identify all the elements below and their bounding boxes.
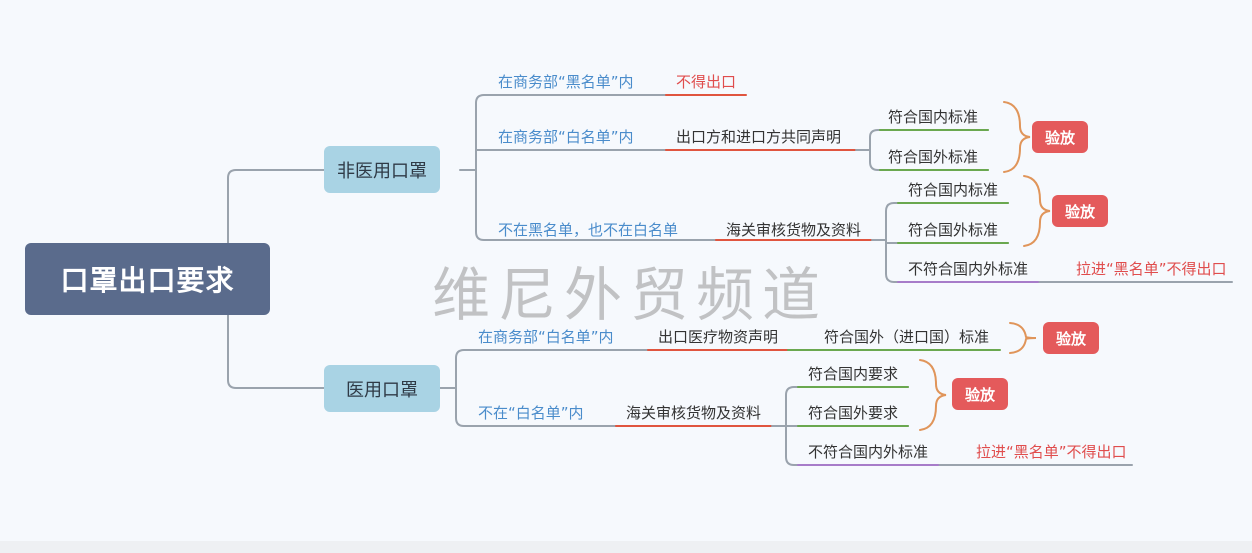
nonmed-neither-action[interactable]: 海关审核货物及资料 (726, 221, 862, 239)
med-whitelist-badge[interactable]: 验放 (1043, 322, 1099, 354)
nonmed-whitelist-badge[interactable]: 验放 (1032, 121, 1088, 153)
brace-medical-white (1009, 322, 1037, 354)
brace-neither (1023, 175, 1051, 247)
med-not-fail-result[interactable]: 拉进“黑名单”不得出口 (976, 443, 1127, 461)
bottom-bar (0, 541, 1252, 553)
nonmed-whitelist-std1[interactable]: 符合国内标准 (888, 108, 979, 126)
nonmed-neither-std2[interactable]: 符合国外标准 (908, 221, 999, 239)
med-not-badge[interactable]: 验放 (952, 378, 1008, 410)
brace-medical-not (919, 359, 947, 431)
med-whitelist-action[interactable]: 出口医疗物资声明 (658, 328, 779, 346)
nonmed-neither-fail[interactable]: 不符合国内外标准 (908, 260, 1029, 278)
link-root-nonmedical (227, 169, 325, 244)
med-whitelist-std[interactable]: 符合国外（进口国）标准 (824, 328, 990, 346)
med-not-fail[interactable]: 不符合国内外标准 (808, 443, 929, 461)
nonmed-whitelist-cond[interactable]: 在商务部“白名单”内 (498, 128, 634, 146)
nonmed-whitelist-std2[interactable]: 符合国外标准 (888, 148, 979, 166)
link-whitelist-std (855, 129, 989, 171)
med-not-cond[interactable]: 不在“白名单”内 (478, 404, 584, 422)
med-not-std1[interactable]: 符合国内要求 (808, 365, 899, 383)
brace-whitelist (1003, 101, 1031, 173)
med-not-action[interactable]: 海关审核货物及资料 (626, 404, 762, 422)
nonmed-blacklist-cond[interactable]: 在商务部“黑名单”内 (498, 73, 634, 91)
watermark: 维尼外贸频道 (432, 261, 829, 329)
nonmed-neither-fail-result[interactable]: 拉进“黑名单”不得出口 (1076, 260, 1227, 278)
nonmed-whitelist-action[interactable]: 出口方和进口方共同声明 (676, 128, 842, 146)
nonmed-neither-std1[interactable]: 符合国内标准 (908, 181, 999, 199)
branch-non-medical[interactable]: 非医用口罩 (324, 146, 440, 193)
branch-medical[interactable]: 医用口罩 (324, 365, 440, 412)
root-topic[interactable]: 口罩出口要求 (25, 243, 270, 315)
link-nonmedical-vertical (475, 94, 717, 241)
link-medical-vertical (455, 349, 649, 427)
med-not-std2[interactable]: 符合国外要求 (808, 404, 899, 422)
nonmed-neither-badge[interactable]: 验放 (1052, 195, 1108, 227)
nonmed-neither-cond[interactable]: 不在黑名单，也不在白名单 (498, 221, 679, 239)
link-root-medical (227, 314, 325, 389)
nonmed-blacklist-result[interactable]: 不得出口 (676, 73, 737, 91)
med-whitelist-cond[interactable]: 在商务部“白名单”内 (478, 328, 614, 346)
